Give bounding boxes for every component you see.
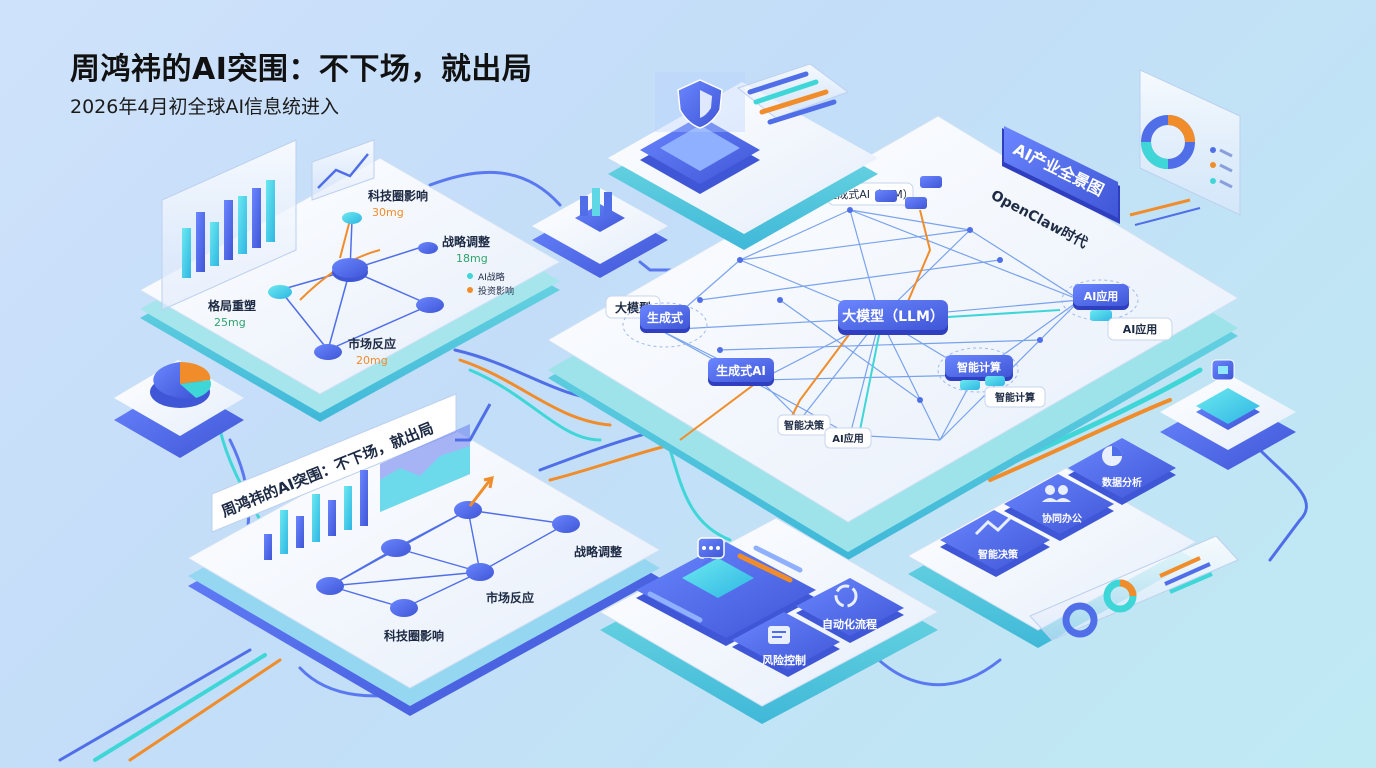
tl-label-right: 战略调整 [442,234,490,249]
pie-chart-icon [1102,446,1122,466]
tl-label-left: 格局重塑 [208,298,256,313]
floating-donut-panel [1029,535,1239,641]
chat-bubble-icon [697,537,725,566]
bottom-center-board: 风险控制 自动化流程 [598,517,940,724]
mini-chart-pedestal [532,188,668,278]
bottom-right-board: 智能决策 协同办公 数据分析 [906,438,1198,648]
tile-data-analysis[interactable]: 数据分析 [1068,438,1176,505]
node-left-blue: 生成式 [622,302,708,348]
people-icon [1042,485,1071,502]
document-icon [768,626,790,644]
page-title: 周鸿祎的AI突围：不下场，就出局 [70,52,533,87]
node-left-mid-label: 生成式AI [716,363,766,378]
node-right-blue-label: AI应用 [1084,289,1119,303]
node-bottom-b: AI应用 [824,427,872,449]
pie-panel-top-right [1129,69,1241,226]
node-left-blue-label: 生成式 [647,310,683,325]
tl-legend-2: 投资影响 [478,285,514,297]
tl-label-left-sub: 25mg [214,316,246,329]
node-right-white: AI应用 [1107,317,1173,341]
node-right-white-label: AI应用 [1123,322,1158,336]
tile-risk-control[interactable]: 风险控制 [732,612,840,677]
pie-pedestal-left [114,360,244,458]
tile-data-label: 数据分析 [1102,476,1142,489]
chip-icon [1211,359,1235,381]
tl-label-bottom: 市场反应 [348,336,396,351]
bottom-left-bars [264,470,368,560]
node-right-low-label: 智能计算 [995,391,1035,404]
node-right-mid-label: 智能计算 [957,360,1001,374]
trend-arrow-icon [974,516,1012,536]
tile-collab-label: 协同办公 [1042,512,1082,525]
tile-collaboration[interactable]: 协同办公 [1004,474,1114,541]
node-bottom-a: 智能决策 [777,414,831,436]
bl-label-bottom: 科技圈影响 [384,628,444,643]
core-node-llm: 大模型（LLM） [838,300,948,335]
tile-risk-label: 风险控制 [762,653,806,667]
network-mesh-accents [679,209,1061,441]
page-subtitle: 2026年4月初全球AI信息统进入 [70,96,340,118]
top-left-analysis-board: 科技圈影响 30mg 战略调整 18mg AI战略 投资影响 格局重塑 25mg… [138,139,562,422]
node-bottom-a-label: 智能决策 [784,419,825,432]
node-bottom-b-label: AI应用 [832,432,863,445]
node-right-low: 智能计算 [984,386,1046,408]
node-right-mid: 智能计算 [937,347,1019,393]
bl-label-middle: 市场反应 [486,590,534,605]
tile-decision-label: 智能决策 [978,548,1019,561]
bl-label-right: 战略调整 [574,544,622,559]
tile-smart-decision[interactable]: 智能决策 [940,510,1050,577]
top-shield-pedestal [608,63,878,250]
node-right-blue: AI应用 [1061,279,1139,321]
trend-panel [311,139,375,201]
bottom-left-board: 周鸿祎的AI突围：不下场，就出局 [186,393,662,716]
center-network-board: 大模型（LLM） 生成式AI（LLM） 大模型 生成式 生成式AI [547,115,1239,560]
chip-pedestal [1160,359,1296,470]
core-node-label: 大模型（LLM） [842,308,944,325]
tl-legend-1: AI战略 [478,271,505,283]
tile-automation[interactable]: 自动化流程 [796,578,904,643]
tl-label-top: 科技圈影响 [368,188,428,203]
pie-chart-icon [150,361,212,408]
cycle-icon [834,584,858,608]
tile-automation-label: 自动化流程 [822,617,877,631]
area-chart-block [380,403,492,512]
tl-label-right-sub: 18mg [456,252,488,265]
shield-icon [655,72,745,132]
tl-label-top-sub: 30mg [372,206,404,219]
bar-chart-panel [161,139,297,311]
node-left-mid: 生成式AI [708,358,774,386]
tl-label-bottom-sub: 20mg [356,354,388,367]
network-dots [697,207,1043,403]
